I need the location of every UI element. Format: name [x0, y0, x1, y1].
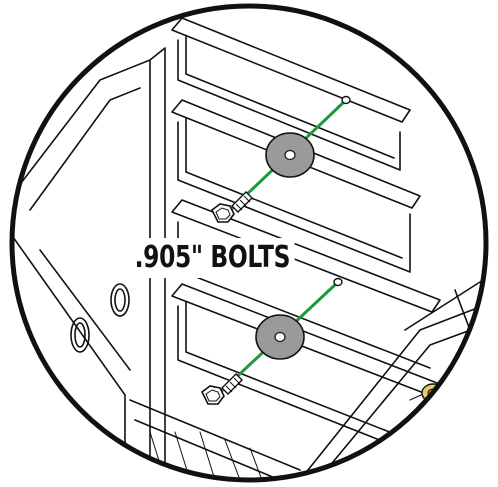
slot-bracket-top	[171, 17, 411, 123]
hex-bolt-icon	[210, 203, 235, 223]
bolt-size-callout: .905" BOLTS	[130, 238, 295, 278]
plate-hole-lower	[70, 317, 90, 353]
mount-hole-lower	[333, 277, 343, 287]
right-beam	[299, 299, 486, 480]
detail-lens-border	[9, 3, 489, 483]
mount-hole-upper	[341, 95, 351, 105]
slot-bracket-middle	[171, 99, 421, 209]
hex-bolt-icon	[200, 385, 225, 405]
slot-bracket-lower	[171, 199, 441, 313]
plate-hole-upper	[110, 283, 130, 317]
bolt-assembly-lower	[200, 277, 343, 405]
slot-bracket-bottom	[171, 283, 451, 401]
bolt-assembly-upper	[210, 95, 351, 223]
